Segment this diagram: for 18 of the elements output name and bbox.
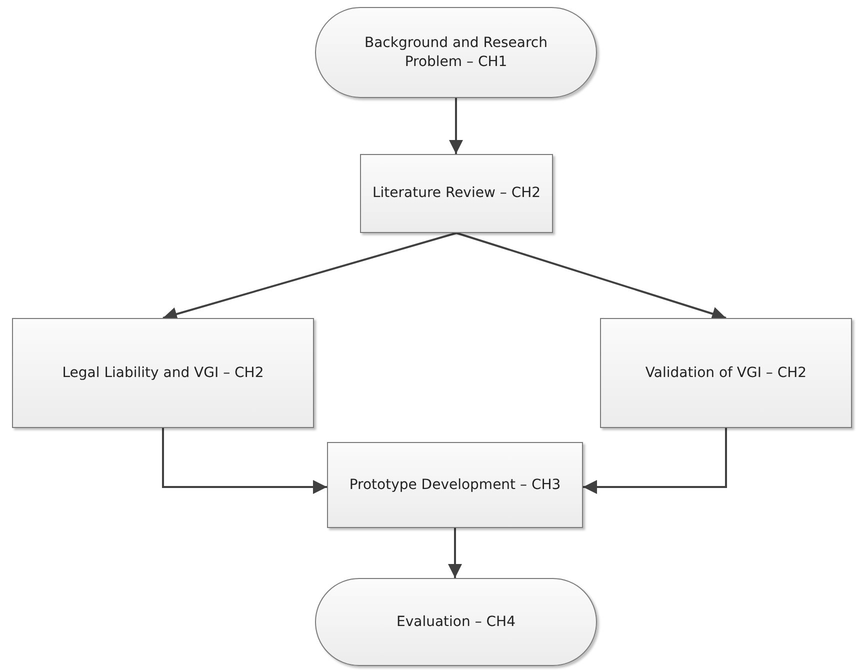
process-box	[12, 318, 314, 428]
arrow	[162, 428, 327, 494]
arrow	[449, 98, 463, 154]
node-label: Prototype Development – CH3	[349, 476, 561, 494]
terminator-shape	[315, 7, 597, 98]
arrow	[448, 528, 462, 578]
node-label: Evaluation – CH4	[396, 612, 516, 632]
arrow	[583, 428, 727, 494]
terminator-shape	[315, 578, 597, 666]
arrow	[456, 232, 726, 320]
node-label: Validation of VGI – CH2	[645, 364, 807, 382]
process-box	[360, 154, 553, 233]
process-box	[327, 442, 583, 528]
node-label: Legal Liability and VGI – CH2	[62, 364, 264, 382]
arrow	[162, 232, 457, 321]
node-label: Background and Research Problem – CH1	[364, 34, 548, 72]
process-box	[600, 318, 852, 428]
node-label: Literature Review – CH2	[372, 184, 541, 203]
